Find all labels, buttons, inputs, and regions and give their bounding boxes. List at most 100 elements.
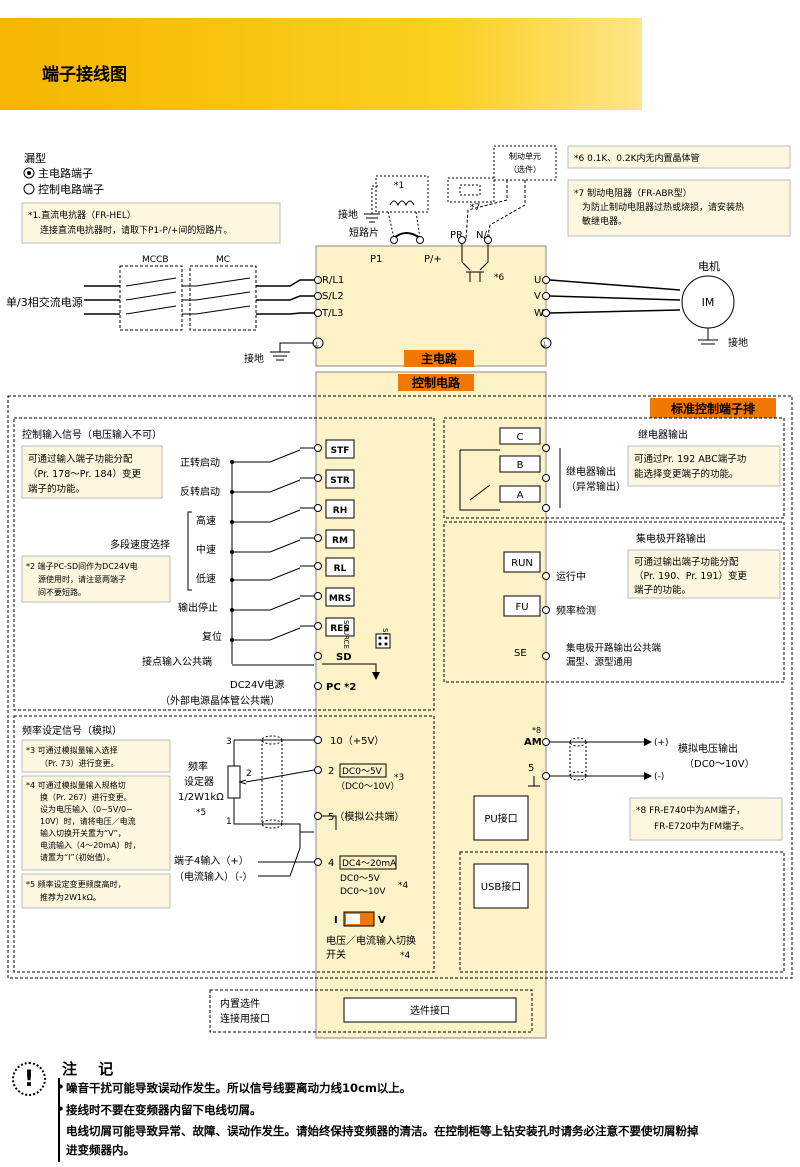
svg-text:运行中: 运行中 [556, 570, 586, 583]
warning-icon: ! [12, 1062, 46, 1096]
svg-text:换（Pr. 267）进行变更。: 换（Pr. 267）进行变更。 [40, 792, 132, 802]
usb-port [473, 863, 529, 909]
svg-text:间不要短路。: 间不要短路。 [38, 587, 86, 597]
terminal-label-rl: RL [334, 564, 347, 574]
control-circuit-label: 控制电路 [412, 375, 461, 390]
svg-text:⏚: ⏚ [313, 341, 320, 349]
svg-text:（异常输出）: （异常输出） [566, 480, 626, 493]
power-source-label: 单/3相交流电源 [6, 295, 83, 309]
svg-text:SD: SD [336, 652, 352, 663]
svg-text:制动单元: 制动单元 [509, 151, 541, 161]
svg-text:U: U [534, 275, 541, 286]
svg-text:RUN: RUN [511, 558, 533, 569]
svg-text:短路片: 短路片 [349, 226, 379, 239]
svg-text:DC4～20mA: DC4～20mA [342, 859, 397, 869]
svg-text:PC *2: PC *2 [326, 682, 356, 693]
svg-text:AM: AM [524, 737, 542, 748]
terminal-label-rm: RM [332, 536, 348, 546]
control-terminal-icon [23, 183, 35, 195]
svg-text:*8: *8 [532, 726, 541, 735]
svg-text:*6 0.1K、0.2K内无内置晶体管: *6 0.1K、0.2K内无内置晶体管 [574, 152, 700, 164]
svg-text:选件接口: 选件接口 [410, 1004, 450, 1017]
pu-port [473, 795, 529, 841]
svg-text:接地: 接地 [728, 336, 748, 349]
svg-text:10V）时，请将电压／电流: 10V）时，请将电压／电流 [40, 816, 136, 826]
svg-text:推荐为2W1kΩ。: 推荐为2W1kΩ。 [40, 892, 101, 902]
svg-text:（外部电源晶体管公共端）: （外部电源晶体管公共端） [160, 694, 280, 707]
option-port [343, 997, 517, 1023]
svg-text:*5 频率设定变更频度高时，: *5 频率设定变更频度高时， [26, 879, 126, 889]
svg-text:⏚: ⏚ [541, 341, 548, 349]
svg-text:可通过Pr. 192 ABC端子功: 可通过Pr. 192 ABC端子功 [634, 453, 746, 465]
svg-text:复位: 复位 [202, 630, 222, 643]
svg-text:电压／电流输入切换: 电压／电流输入切换 [326, 934, 416, 947]
svg-text:DC0～5V: DC0～5V [340, 874, 381, 884]
svg-text:1: 1 [226, 817, 232, 827]
svg-text:MC: MC [216, 255, 230, 265]
svg-text:*4 可通过模拟量输入规格切: *4 可通过模拟量输入规格切 [26, 780, 126, 790]
terminal-label-mrs: MRS [329, 594, 351, 604]
svg-text:（DC0～10V）: （DC0～10V） [684, 758, 755, 770]
svg-text:连接直流电抗器时，请取下P1-P/+间的短路片。: 连接直流电抗器时，请取下P1-P/+间的短路片。 [40, 224, 232, 236]
svg-text:FU: FU [515, 602, 528, 613]
svg-text:10（+5V）: 10（+5V） [330, 735, 384, 747]
svg-text:C: C [517, 432, 524, 443]
svg-text:继电器输出: 继电器输出 [638, 428, 688, 441]
terminal-stf [325, 439, 355, 459]
terminal-label-rh: RH [333, 506, 347, 516]
terminal-str [325, 469, 355, 489]
svg-text:4: 4 [328, 858, 334, 869]
terminal-label-res: RES [330, 624, 350, 634]
mccb-box [119, 265, 183, 331]
svg-text:PU接口: PU接口 [484, 812, 517, 825]
svg-text:N/-: N/- [476, 230, 491, 241]
svg-text:频率检测: 频率检测 [556, 604, 596, 617]
ground-label-top: 接地 [338, 208, 358, 221]
motor-label: 电机 [698, 259, 720, 273]
svg-text:P1: P1 [370, 254, 382, 265]
svg-text:5（模拟公共端）: 5（模拟公共端） [328, 810, 404, 823]
svg-text:设定器: 设定器 [184, 775, 214, 788]
svg-text:（Pr. 73）进行变更。: （Pr. 73）进行变更。 [40, 758, 119, 768]
svg-text:可通过输出端子功能分配: 可通过输出端子功能分配 [634, 556, 739, 568]
svg-text:S/L2: S/L2 [322, 291, 344, 302]
note-line-1: 噪音干扰可能导致误动作发生。所以信号线要离动力线10cm以上。 [57, 1080, 411, 1096]
svg-text:继电器输出: 继电器输出 [566, 465, 616, 478]
svg-text:*1.直流电抗器（FR-HEL）: *1.直流电抗器（FR-HEL） [28, 209, 136, 221]
svg-text:反转启动: 反转启动 [180, 485, 220, 498]
svg-text:FR-E720中为FM端子。: FR-E720中为FM端子。 [654, 820, 749, 832]
svg-text:端子的功能。: 端子的功能。 [28, 483, 85, 495]
terminal-label-stf: STF [331, 446, 350, 456]
svg-text:漏型、源型通用: 漏型、源型通用 [566, 656, 633, 668]
svg-text:控制输入信号（电压输入不可）: 控制输入信号（电压输入不可） [22, 428, 162, 441]
svg-text:PR: PR [450, 230, 463, 241]
svg-text:接地: 接地 [244, 352, 264, 365]
svg-text:（电流输入）（-）: （电流输入）（-） [174, 870, 253, 883]
svg-text:(-): (-) [654, 772, 664, 782]
svg-text:设为电压输入（0~5V/0~: 设为电压输入（0~5V/0~ [40, 804, 133, 814]
svg-text:*7 制动电阻器（FR-ABR型）: *7 制动电阻器（FR-ABR型） [574, 187, 692, 199]
svg-text:低速: 低速 [196, 572, 216, 585]
svg-text:*2 端子PC-SD间作为DC24V电: *2 端子PC-SD间作为DC24V电 [26, 561, 138, 571]
svg-text:P/+: P/+ [424, 254, 442, 265]
svg-text:输出停止: 输出停止 [178, 601, 218, 614]
svg-text:（选件）: （选件） [509, 164, 541, 174]
svg-text:（DC0～10V）: （DC0～10V） [336, 781, 400, 792]
svg-text:频率设定信号（模拟）: 频率设定信号（模拟） [22, 724, 122, 737]
svg-text:DC24V电源: DC24V电源 [230, 678, 284, 691]
mc-box [189, 265, 257, 331]
terminal-label-str: STR [330, 476, 350, 486]
svg-text:V: V [378, 915, 386, 926]
brake-unit [493, 145, 557, 181]
svg-text:端子的功能。: 端子的功能。 [634, 584, 691, 596]
std-terminal-label: 标准控制端子排 [670, 401, 755, 416]
svg-text:集电极开路输出: 集电极开路输出 [636, 532, 706, 545]
svg-text:2: 2 [328, 766, 334, 777]
svg-text:MCCB: MCCB [142, 255, 169, 265]
inverter-main-circuit [315, 245, 547, 367]
svg-text:正转启动: 正转启动 [180, 456, 220, 469]
svg-text:*6: *6 [494, 273, 505, 283]
terminal-res [325, 617, 355, 637]
legend-main: 主电路端子 [38, 167, 93, 180]
